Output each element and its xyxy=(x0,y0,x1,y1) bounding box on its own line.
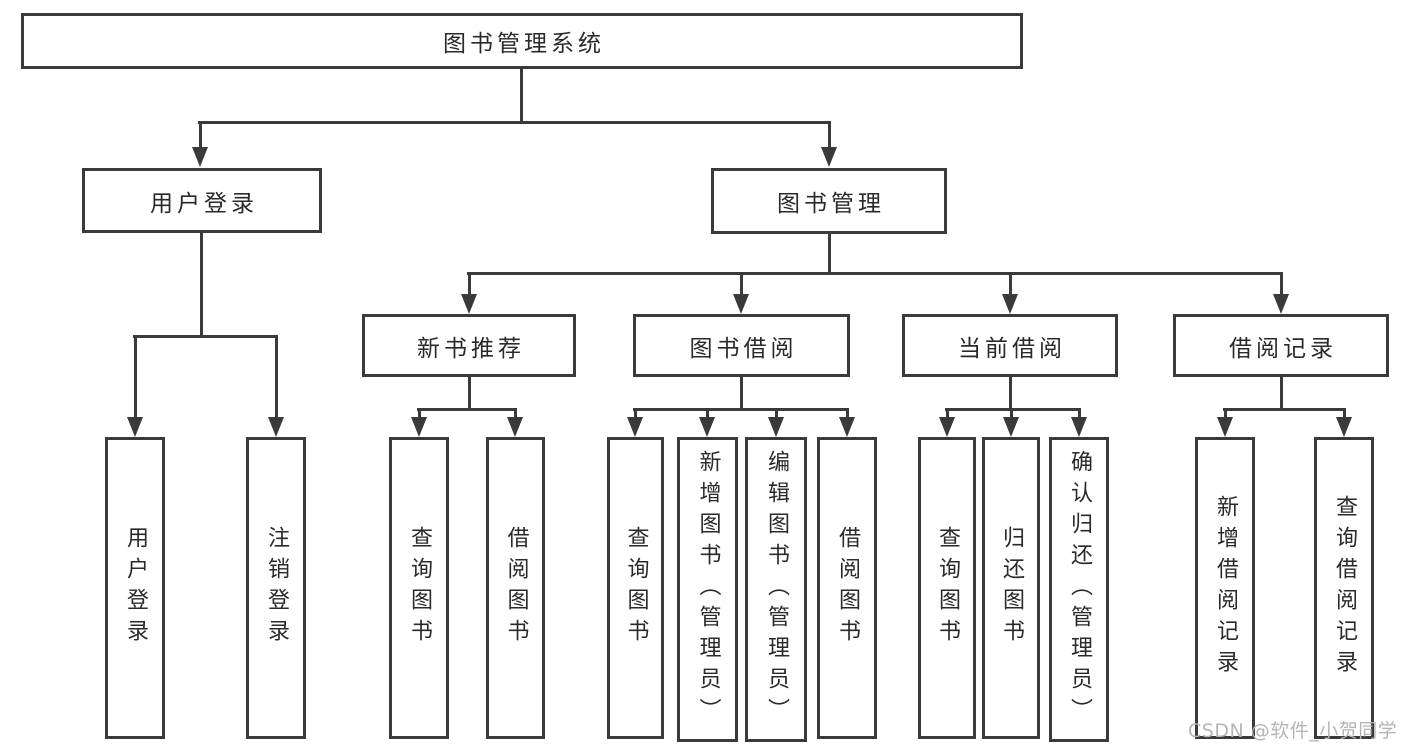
leaf-confirm-return-admin: 确认归还（管理员） xyxy=(1049,437,1109,742)
leaf-user-login: 用户登录 xyxy=(105,437,165,739)
arrow-stem xyxy=(1223,409,1227,419)
arrow-stem xyxy=(1077,409,1081,419)
connector-hline xyxy=(198,120,831,124)
arrowhead-down-icon xyxy=(1336,417,1352,437)
arrowhead-down-icon xyxy=(1002,294,1018,314)
node-label: 图书管理 xyxy=(777,191,885,217)
node-label: 用户登录 xyxy=(150,190,258,217)
arrow-stem xyxy=(417,409,421,419)
arrow-stem xyxy=(1009,409,1013,419)
leaf-add-books-admin: 新增图书（管理员） xyxy=(677,437,738,742)
arrow-stem xyxy=(1008,273,1012,296)
node-label: 新增图书（管理员） xyxy=(695,450,721,729)
arrow-stem xyxy=(133,336,137,419)
arrow-stem xyxy=(774,409,778,419)
leaf-edit-books-admin: 编辑图书（管理员） xyxy=(745,437,807,742)
arrowhead-down-icon xyxy=(627,417,643,437)
node-label: 借阅图书 xyxy=(503,526,529,650)
connector-vline xyxy=(827,234,831,273)
arrowhead-down-icon xyxy=(1217,417,1233,437)
node-library-management-system: 图书管理系统 xyxy=(21,13,1023,69)
arrow-stem xyxy=(633,409,637,419)
node-borrowing-records: 借阅记录 xyxy=(1173,314,1389,377)
connector-hline xyxy=(467,271,1283,275)
leaf-query-borrow-record: 查询借阅记录 xyxy=(1314,437,1374,739)
arrow-stem xyxy=(513,409,517,419)
node-label: 当前借阅 xyxy=(958,335,1066,362)
arrow-stem xyxy=(274,336,278,419)
leaf-return-books: 归还图书 xyxy=(982,437,1040,739)
node-label: 新增借阅记录 xyxy=(1213,495,1238,681)
connector-vline xyxy=(739,377,743,409)
arrowhead-down-icon xyxy=(507,417,523,437)
arrowhead-down-icon xyxy=(461,294,477,314)
arrowhead-down-icon xyxy=(768,417,784,437)
arrowhead-down-icon xyxy=(268,417,284,437)
node-label: 图书管理系统 xyxy=(443,31,605,57)
leaf-recommend-borrow-books: 借阅图书 xyxy=(486,437,545,739)
node-label: 用户登录 xyxy=(123,526,148,650)
arrow-stem xyxy=(1342,409,1346,419)
connector-vline xyxy=(519,69,523,122)
connector-hline xyxy=(133,334,278,338)
arrowhead-down-icon xyxy=(699,417,715,437)
leaf-add-borrow-record: 新增借阅记录 xyxy=(1195,437,1255,739)
arrowhead-down-icon xyxy=(192,147,208,167)
arrow-stem xyxy=(739,273,743,296)
leaf-recommend-query-books: 查询图书 xyxy=(389,437,449,739)
arrow-stem xyxy=(467,273,471,296)
node-label: 查询图书 xyxy=(407,526,432,650)
node-user-login: 用户登录 xyxy=(82,168,322,233)
node-label: 编辑图书（管理员） xyxy=(764,450,789,729)
arrowhead-down-icon xyxy=(1071,417,1087,437)
watermark-text: CSDN @软件_小贺同学 xyxy=(1188,720,1398,742)
node-label: 图书借阅 xyxy=(689,335,798,362)
arrowhead-down-icon xyxy=(1273,294,1289,314)
node-label: 归还图书 xyxy=(999,526,1024,650)
arrow-stem xyxy=(705,409,709,419)
connector-hline xyxy=(945,407,1081,411)
node-label: 新书推荐 xyxy=(417,335,525,362)
leaf-borrow-books: 借阅图书 xyxy=(817,437,877,739)
node-book-borrowing: 图书借阅 xyxy=(633,314,850,377)
connector-vline xyxy=(1279,377,1283,409)
node-label: 查询图书 xyxy=(935,526,960,650)
node-new-book-recommendation: 新书推荐 xyxy=(362,314,576,377)
node-label: 借阅图书 xyxy=(835,526,860,650)
arrowhead-down-icon xyxy=(733,294,749,314)
node-book-management: 图书管理 xyxy=(711,168,947,234)
leaf-borrow-query-books: 查询图书 xyxy=(607,437,664,739)
node-label: 确认归还（管理员） xyxy=(1067,450,1092,729)
node-label: 借阅记录 xyxy=(1229,335,1337,362)
leaf-logout: 注销登录 xyxy=(246,437,306,739)
node-current-borrowing: 当前借阅 xyxy=(902,314,1118,377)
arrowhead-down-icon xyxy=(411,417,427,437)
arrowhead-down-icon xyxy=(839,417,855,437)
arrow-stem xyxy=(1279,273,1283,296)
leaf-current-query-books: 查询图书 xyxy=(918,437,976,739)
arrow-stem xyxy=(827,122,831,149)
connector-hline xyxy=(1223,407,1346,411)
arrow-stem xyxy=(198,122,202,149)
arrowhead-down-icon xyxy=(1003,417,1019,437)
arrowhead-down-icon xyxy=(821,147,837,167)
connector-vline xyxy=(199,233,203,336)
connector-hline xyxy=(417,407,517,411)
connector-vline xyxy=(1008,377,1012,409)
connector-vline xyxy=(467,377,471,409)
node-label: 查询图书 xyxy=(623,526,649,650)
node-label: 注销登录 xyxy=(264,526,289,650)
arrow-stem xyxy=(845,409,849,419)
arrowhead-down-icon xyxy=(127,417,143,437)
connector-hline xyxy=(633,407,849,411)
node-label: 查询借阅记录 xyxy=(1332,495,1357,681)
arrow-stem xyxy=(945,409,949,419)
arrowhead-down-icon xyxy=(939,417,955,437)
